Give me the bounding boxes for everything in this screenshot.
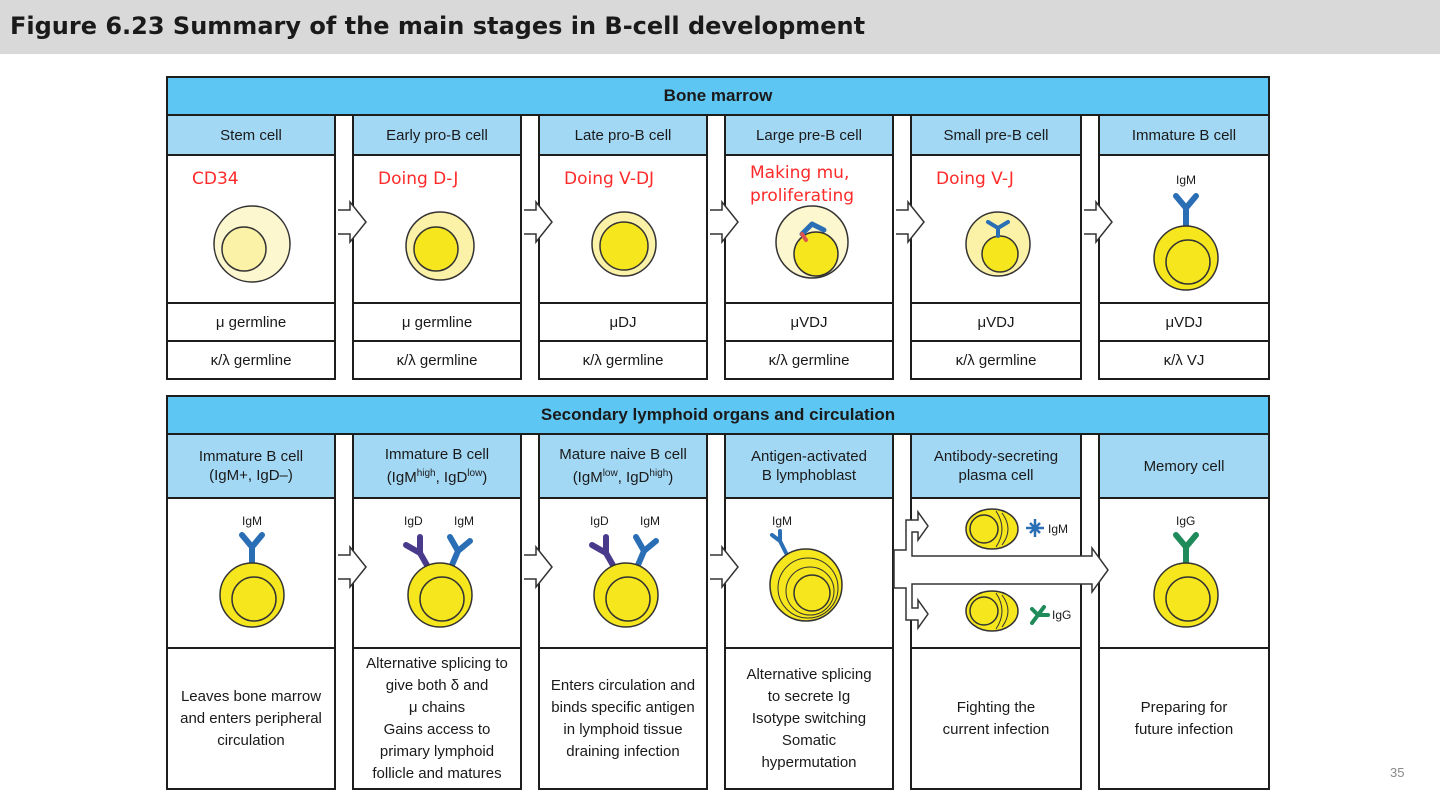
bm-col-small-pre-b: Small pre-B cell Doing V-J μVDJ κ/λ germ…: [910, 114, 1082, 380]
arrow-right-icon: [338, 545, 367, 589]
bm-col-title: Small pre-B cell: [912, 116, 1080, 156]
sec-col-title-line2: (IgMhigh, IgDlow): [386, 468, 488, 486]
b-lymphoblast-icon: IgM: [769, 514, 843, 622]
sec-col-title-line1: Antigen-activated: [751, 448, 867, 465]
bm-note: Making mu, proliferating: [750, 163, 855, 206]
bm-light: κ/λ germline: [912, 340, 1080, 378]
bm-light: κ/λ germline: [168, 340, 334, 378]
igm-label: IgM: [772, 514, 792, 528]
bm-heavy: μVDJ: [1100, 302, 1268, 340]
bm-light: κ/λ germline: [540, 340, 706, 378]
sec-description: Alternative splicing to give both δ and …: [354, 647, 520, 788]
igd-label: IgD: [590, 514, 609, 528]
large-pre-b-cell-icon: [775, 205, 849, 279]
bm-heavy: μDJ: [540, 302, 706, 340]
igg-label: IgG: [1052, 608, 1071, 622]
arrow-right-icon: [524, 200, 553, 244]
figure-title: Figure 6.23 Summary of the main stages i…: [10, 12, 866, 40]
bm-heavy: μVDJ: [726, 302, 892, 340]
bm-heavy: μ germline: [168, 302, 334, 340]
igm-label: IgM: [1048, 522, 1068, 536]
arrow-right-icon: [896, 200, 925, 244]
sec-col-title: Memory cell: [1100, 435, 1268, 499]
sec-description: Preparing for future infection: [1100, 647, 1268, 788]
sec-col-title-line1: Immature B cell: [384, 446, 490, 463]
secondary-header: Secondary lymphoid organs and circulatio…: [166, 395, 1270, 435]
sec-col-immature-b: Immature B cell (IgM+, IgD–) IgM Leaves …: [166, 433, 336, 790]
late-pro-b-cell-icon: [591, 211, 657, 277]
bm-col-title: Stem cell: [168, 116, 334, 156]
arrow-right-icon: [710, 545, 739, 589]
sec-col-title-line2: (IgMlow, IgDhigh): [572, 468, 674, 486]
early-pro-b-cell-icon: [405, 211, 475, 281]
stem-cell-icon: [213, 205, 291, 283]
igm-label: IgM: [640, 514, 660, 528]
arrow-right-icon: [524, 545, 553, 589]
bm-col-late-pro-b: Late pro-B cell Doing V-DJ μDJ κ/λ germl…: [538, 114, 708, 380]
igm-label: IgM: [1176, 173, 1196, 187]
bm-light: κ/λ germline: [354, 340, 520, 378]
sec-col-title-line1: Immature B cell: [198, 448, 304, 465]
sec-col-title-line1: Antibody-secreting: [933, 448, 1059, 465]
sec-description: Enters circulation and binds specific an…: [540, 647, 706, 788]
bone-marrow-header: Bone marrow: [166, 76, 1270, 116]
sec-col-immature-b-high: Immature B cell (IgMhigh, IgDlow) IgD Ig…: [352, 433, 522, 790]
branch-arrows-icon: [893, 509, 1109, 631]
sec-col-lymphoblast: Antigen-activated B lymphoblast IgM Alte…: [724, 433, 894, 790]
sec-col-title: Immature B cell (IgM+, IgD–): [168, 435, 334, 499]
igm-label: IgM: [454, 514, 474, 528]
mature-naive-b-cell-icon: IgD IgM: [589, 514, 660, 628]
arrow-right-icon: [710, 200, 739, 244]
igd-label: IgD: [404, 514, 423, 528]
bm-light: κ/λ VJ: [1100, 340, 1268, 378]
bm-col-stem-cell: Stem cell CD34 μ germline κ/λ germline: [166, 114, 336, 380]
sec-col-title: Antibody-secreting plasma cell: [912, 435, 1080, 499]
bm-col-title: Late pro-B cell: [540, 116, 706, 156]
sec-description: Alternative splicing to secrete Ig Isoty…: [726, 647, 892, 788]
bm-col-early-pro-b: Early pro-B cell Doing D-J μ germline κ/…: [352, 114, 522, 380]
bm-note: CD34: [192, 169, 239, 189]
sec-col-title: Mature naive B cell (IgMlow, IgDhigh): [540, 435, 706, 499]
bm-light: κ/λ germline: [726, 340, 892, 378]
sec-col-title-line2: plasma cell: [958, 467, 1034, 484]
sec-col-title-line1: Mature naive B cell: [559, 446, 687, 463]
bm-col-title: Large pre-B cell: [726, 116, 892, 156]
igg-label: IgG: [1176, 514, 1195, 528]
bm-col-title: Early pro-B cell: [354, 116, 520, 156]
igm-label: IgM: [242, 514, 262, 528]
sec-col-plasma-cell: Antibody-secreting plasma cell IgM IgG F…: [910, 433, 1084, 790]
sec-col-title-line2: B lymphoblast: [761, 467, 857, 484]
bm-note: Doing D-J: [378, 169, 459, 189]
sec-col-mature-naive-b: Mature naive B cell (IgMlow, IgDhigh) Ig…: [538, 433, 708, 790]
memory-cell-icon: IgG: [1153, 514, 1219, 628]
sec-col-title-line2: (IgM+, IgD–): [209, 467, 293, 484]
bm-note: Doing V-DJ: [564, 169, 655, 189]
sec-col-title-line1: Memory cell: [1143, 457, 1225, 475]
arrow-right-icon: [338, 200, 367, 244]
sec-description: Fighting the current infection: [912, 647, 1080, 788]
bm-note: Doing V-J: [936, 169, 1014, 189]
bm-col-title: Immature B cell: [1100, 116, 1268, 156]
page-number: 35: [1390, 765, 1405, 780]
sec-col-memory-cell: Memory cell IgG Preparing for future inf…: [1098, 433, 1270, 790]
bm-heavy: μVDJ: [912, 302, 1080, 340]
sec-description: Leaves bone marrow and enters peripheral…: [168, 647, 334, 788]
title-bar: Figure 6.23 Summary of the main stages i…: [0, 0, 1440, 54]
bm-col-large-pre-b: Large pre-B cell Making mu, proliferatin…: [724, 114, 894, 380]
arrow-right-icon: [1084, 200, 1113, 244]
bm-col-immature-b: Immature B cell IgM μVDJ κ/λ VJ: [1098, 114, 1270, 380]
immature-b-igd-igm-cell-icon: IgD IgM: [403, 514, 474, 628]
small-pre-b-cell-icon: [965, 211, 1031, 277]
sec-col-title: Immature B cell (IgMhigh, IgDlow): [354, 435, 520, 499]
sec-col-title: Antigen-activated B lymphoblast: [726, 435, 892, 499]
bm-heavy: μ germline: [354, 302, 520, 340]
immature-b-cell-icon: IgM: [219, 514, 285, 628]
immature-b-cell-icon: IgM: [1153, 173, 1219, 291]
